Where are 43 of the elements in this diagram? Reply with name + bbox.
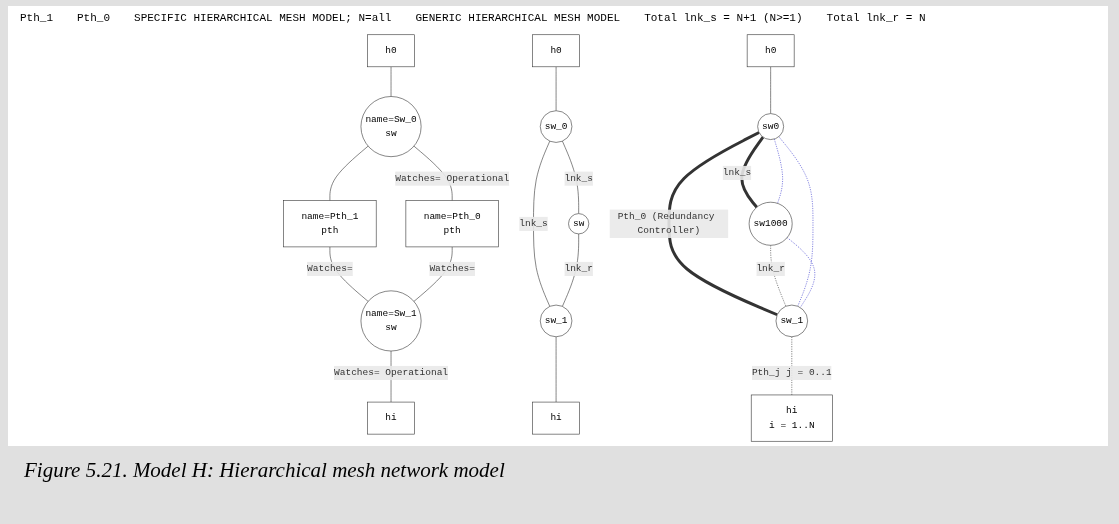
edge-label: lnk_s: [722, 167, 752, 179]
figure-caption: Figure 5.21. Model H: Hierarchical mesh network model: [24, 458, 505, 483]
node-circle: sw_0: [539, 110, 573, 143]
node-box: name=Pth_0 pth: [405, 200, 499, 248]
edge-label: lnk_r: [756, 263, 785, 275]
node-circle: sw_1: [539, 304, 573, 338]
connector: [555, 336, 557, 403]
connector: [786, 237, 816, 308]
node-box: name=Pth_1 pth: [283, 200, 377, 248]
node-circle: name=Sw_0 sw: [360, 96, 422, 157]
note-text: SPECIFIC HIERARCHICAL MESH MODEL; N=all: [134, 12, 392, 24]
note-text: Pth_0: [77, 12, 111, 24]
edge-label: Watches=: [307, 263, 353, 275]
node-circle: sw0: [757, 113, 784, 140]
connector: [329, 145, 369, 201]
connector: [774, 138, 783, 204]
connector: [533, 140, 551, 307]
note-text: Total lnk_r = N: [826, 12, 926, 24]
connector: [390, 66, 392, 97]
node-circle: sw1000: [748, 201, 793, 246]
node-circle: name=Sw_1 sw: [360, 290, 422, 352]
connector: [667, 131, 778, 317]
node-box: h0: [367, 34, 415, 68]
note-text: Pth_1: [20, 12, 53, 24]
edge-label: Watches= Operational: [395, 173, 510, 184]
edge-label: Pth_0 (Redundancy Controller): [617, 211, 715, 237]
node-circle: sw_1: [775, 304, 808, 338]
note-text: Total lnk_s = N+1 (N>=1): [644, 12, 803, 24]
connector: [770, 245, 787, 307]
node-box: hi: [532, 401, 580, 435]
node-circle: sw: [568, 213, 590, 235]
edge-label: lnk_r: [564, 263, 593, 275]
edge-label: lnk_s: [564, 173, 593, 184]
node-box: hi: [367, 401, 415, 435]
connector: [791, 336, 793, 396]
note-text: GENERIC HIERARCHICAL MESH MODEL: [415, 12, 621, 24]
edge-label: Pth_j j = 0..1: [751, 367, 832, 379]
edge-label: Watches=: [429, 263, 475, 275]
node-box: hi i = 1..N: [750, 394, 833, 442]
node-box: h0: [532, 34, 580, 68]
edge-label: Watches= Operational: [334, 367, 449, 379]
edge-label: lnk_s: [519, 218, 548, 230]
node-box: h0: [746, 34, 795, 68]
